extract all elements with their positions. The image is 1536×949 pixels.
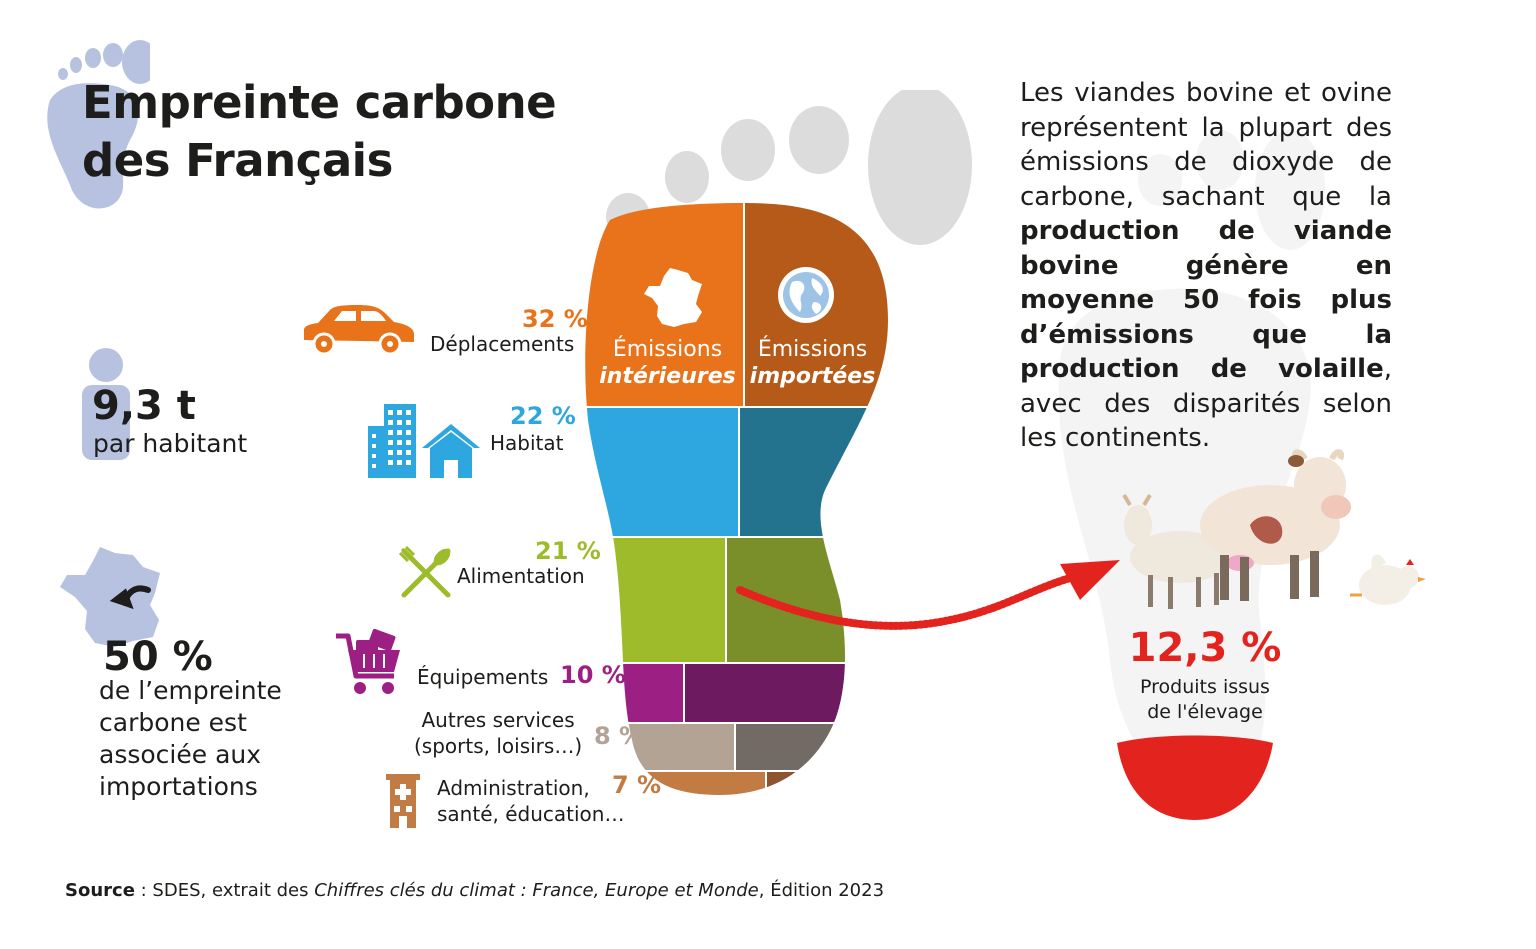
goat-icon: [1122, 493, 1230, 609]
category-label-administration: Administration, santé, éducation…: [437, 775, 624, 827]
livestock-illustration: [1122, 449, 1426, 609]
category-label-alimentation: Alimentation: [457, 564, 585, 588]
label-line: Émissions: [612, 337, 723, 362]
globe-icon: [778, 267, 834, 323]
category-label-line: (sports, loisirs…): [414, 734, 583, 758]
imports-line: de l’empreinte: [99, 676, 282, 705]
label-line-emphasis: importées: [749, 364, 876, 389]
per-capita-label: par habitant: [93, 429, 248, 458]
segment-equipements-importees: [685, 664, 888, 722]
imports-line: importations: [99, 772, 258, 801]
imports-value: 50 %: [103, 634, 213, 680]
footprint-chart: [585, 90, 972, 795]
label-line: Émissions: [757, 337, 868, 362]
category-pct-autres-services: 8 %: [594, 722, 644, 750]
footprint-icon: [47, 40, 150, 209]
france-map-icon: [644, 268, 702, 327]
hospital-icon: [386, 774, 420, 828]
cow-icon: [1200, 449, 1351, 601]
category-label-line: Administration,: [437, 776, 590, 800]
fork-knife-icon: [398, 545, 451, 598]
source-edition: , Édition 2023: [758, 880, 885, 901]
livestock-label: Produits issus de l'élevage: [1105, 675, 1305, 725]
chicken-icon: [1350, 554, 1426, 605]
category-pct-administration: 7 %: [612, 771, 662, 799]
category-pct-equipements: 10 %: [560, 661, 626, 689]
arrow-icon: [736, 560, 1120, 630]
page-title: Empreinte carbone des Français: [82, 74, 557, 190]
person-icon: [82, 348, 130, 460]
category-pct-deplacements: 32 %: [522, 305, 588, 333]
segment-habitat-importees: [740, 408, 888, 536]
livestock-label-line: Produits issus: [1140, 676, 1270, 698]
livestock-pct: 12,3 %: [1128, 625, 1282, 671]
title-line-1: Empreinte carbone: [82, 76, 557, 129]
category-label-deplacements: Déplacements: [430, 332, 575, 356]
france-map-icon: [60, 547, 160, 647]
building-house-icon: [368, 404, 480, 478]
source-text: : SDES, extrait des: [134, 880, 315, 901]
per-capita-value: 9,3 t: [92, 383, 196, 429]
category-label-line: Autres services: [421, 708, 575, 732]
toe: [789, 106, 849, 174]
description-part-1: Les viandes bovine et ovine représentent…: [1020, 78, 1392, 212]
category-label-autres-services: Autres services (sports, loisirs…): [414, 707, 582, 759]
description-part-2: , avec des disparités selon les continen…: [1020, 354, 1392, 453]
title-line-2: des Français: [82, 134, 393, 187]
toe: [665, 151, 709, 203]
source-publication: Chiffres clés du climat : France, Europe…: [314, 880, 759, 901]
car-icon: [304, 305, 414, 356]
category-pct-habitat: 22 %: [510, 402, 576, 430]
category-pct-alimentation: 21 %: [535, 537, 601, 565]
category-label-habitat: Habitat: [490, 431, 564, 455]
label-emissions-interieures: Émissions intérieures: [595, 336, 740, 390]
segment-autres-importees: [736, 724, 888, 770]
segment-administration-importees: [767, 772, 888, 795]
label-line-emphasis: intérieures: [599, 364, 736, 389]
segment-habitat-interieures: [585, 408, 738, 536]
toe: [721, 119, 775, 181]
shopping-cart-icon: [336, 628, 400, 694]
heel-segment: [1117, 735, 1273, 820]
category-label-line: santé, éducation…: [437, 802, 625, 826]
source-label: Source: [65, 880, 135, 901]
source-note: Source : SDES, extrait des Chiffres clés…: [65, 880, 884, 901]
imports-line: associée aux: [99, 740, 262, 769]
label-emissions-importees: Émissions importées: [740, 336, 885, 390]
description-bold: production de viande bovine génère en mo…: [1020, 216, 1392, 384]
livestock-label-line: de l'élevage: [1147, 701, 1263, 723]
description-text: Les viandes bovine et ovine représentent…: [1020, 76, 1392, 456]
imports-text: de l’empreinte carbone est associée aux …: [99, 675, 282, 803]
toe-big: [868, 90, 972, 245]
imports-line: carbone est: [99, 708, 247, 737]
category-label-equipements: Équipements: [417, 665, 549, 689]
